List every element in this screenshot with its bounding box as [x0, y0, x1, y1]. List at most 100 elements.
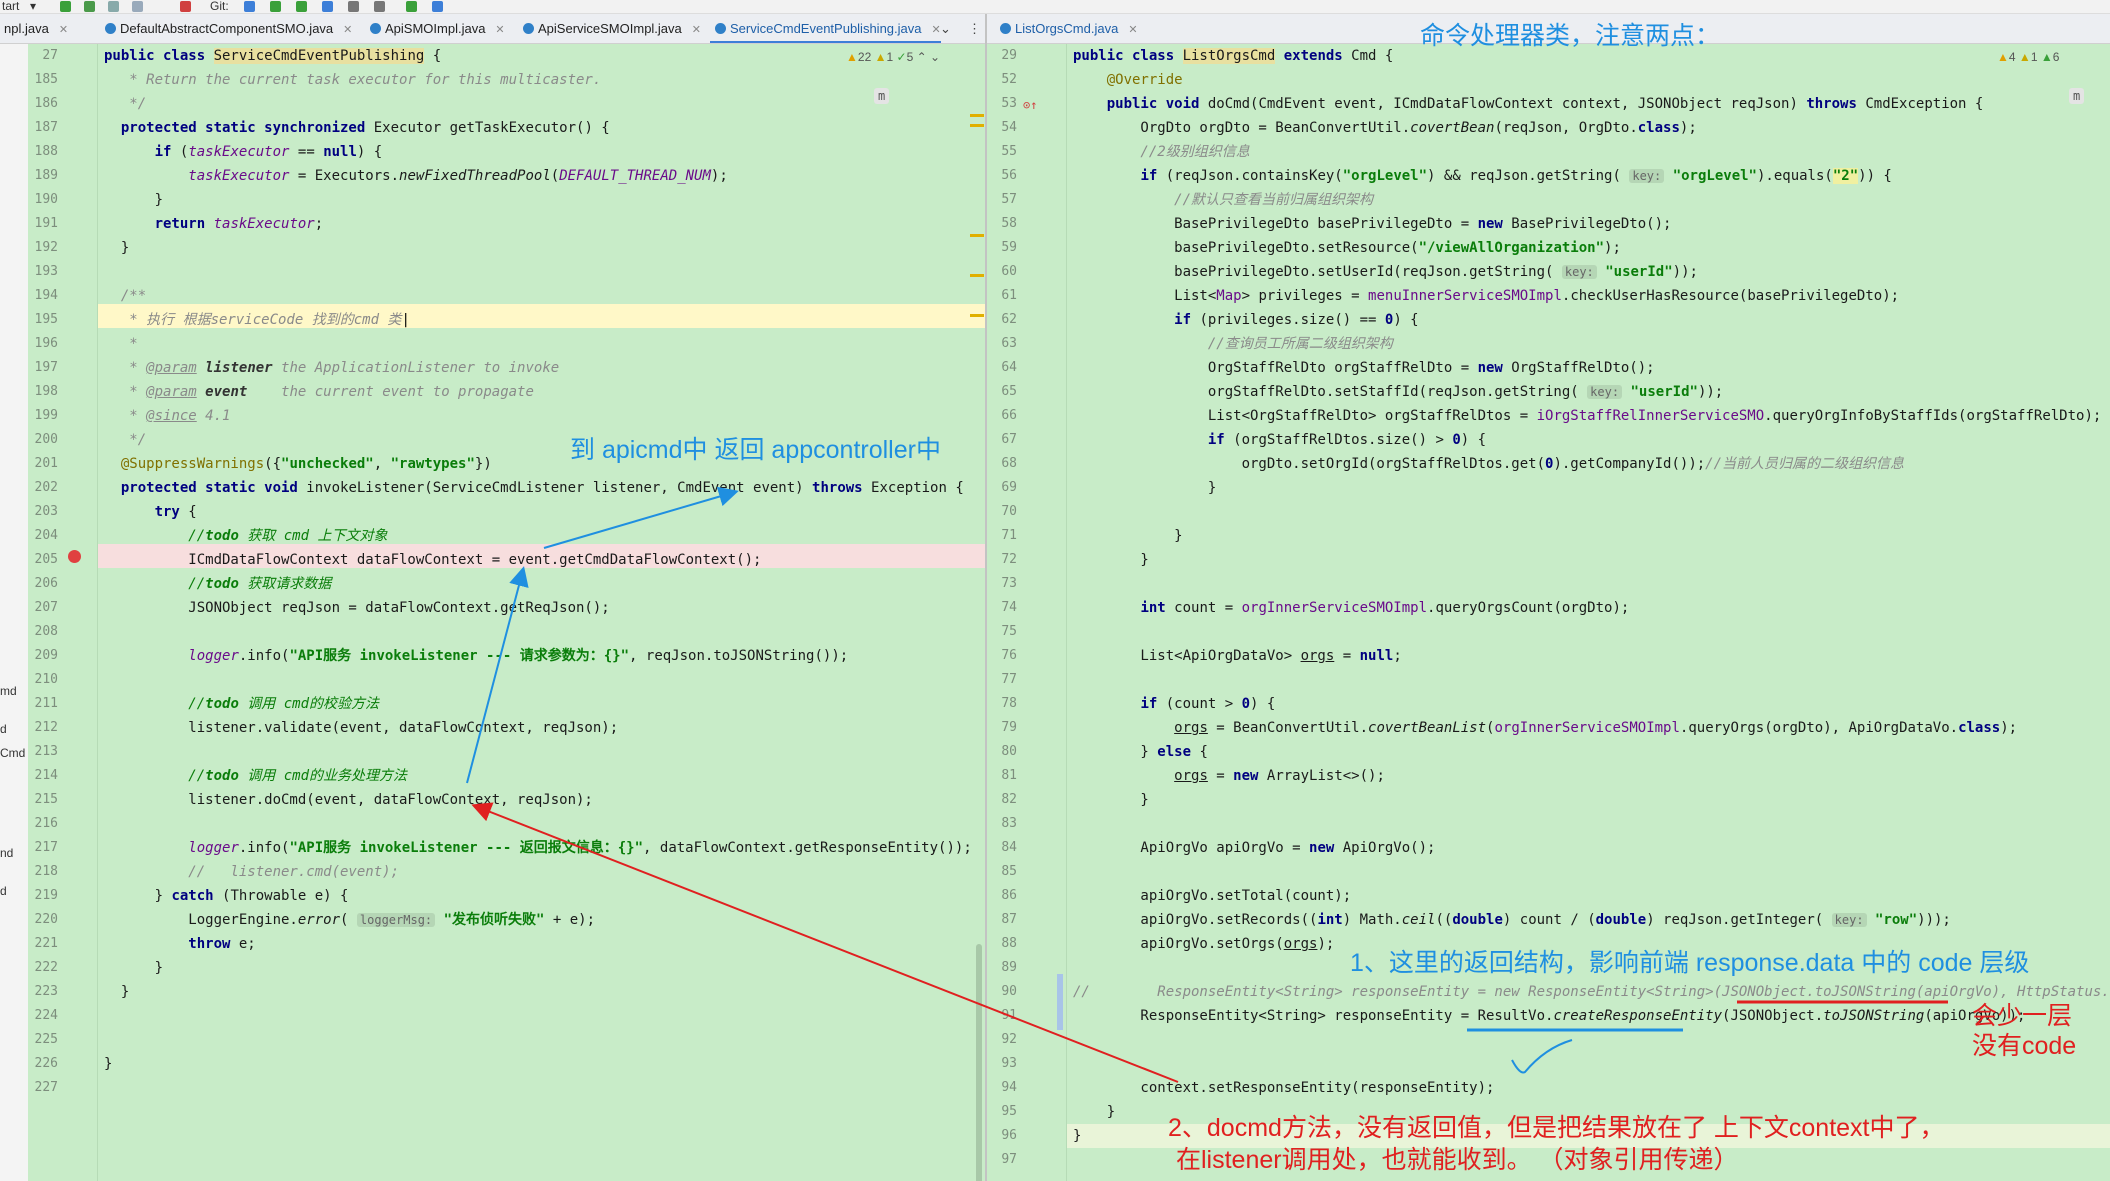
code-line[interactable]: OrgDto orgDto = BeanConvertUtil.covertBe… [1073, 120, 1697, 136]
code-line[interactable]: listener.validate(event, dataFlowContext… [104, 720, 619, 736]
code-line[interactable]: } [104, 240, 130, 256]
code-line[interactable]: } [104, 192, 164, 208]
code-line[interactable]: public void doCmd(CmdEvent event, ICmdDa… [1106, 96, 1984, 112]
code-line[interactable]: //默认只查看当前归属组织架构 [1073, 192, 1374, 208]
line-number[interactable]: 78 [1001, 696, 1017, 711]
line-number[interactable]: 62 [1001, 312, 1017, 327]
code-line[interactable]: orgDto.setOrgId(orgStaffRelDtos.get(0).g… [1073, 456, 1905, 472]
debug-icon[interactable] [84, 0, 95, 13]
line-number[interactable]: 89 [1001, 960, 1017, 975]
code-line[interactable]: basePrivilegeDto.setUserId(reqJson.getSt… [1073, 264, 1698, 280]
line-number[interactable]: 56 [1001, 168, 1017, 183]
line-number[interactable]: 95 [1001, 1104, 1017, 1119]
line-number[interactable]: 81 [1001, 768, 1017, 783]
line-number[interactable]: 75 [1001, 624, 1017, 639]
line-number[interactable]: 198 [34, 384, 58, 399]
code-line[interactable]: } [1073, 552, 1149, 568]
code-line[interactable]: } [1073, 1104, 1116, 1120]
code-line[interactable]: public class ServiceCmdEventPublishing { [104, 48, 442, 64]
line-number[interactable]: 211 [34, 696, 58, 711]
line-number[interactable]: 188 [34, 144, 58, 159]
code-line[interactable]: } [1073, 480, 1217, 496]
code-line[interactable]: } else { [1073, 744, 1208, 760]
git-commit-icon[interactable] [270, 0, 281, 13]
code-line[interactable]: taskExecutor = Executors.newFixedThreadP… [188, 168, 728, 184]
scrollbar-warning-marker[interactable] [970, 124, 984, 127]
line-number[interactable]: 212 [34, 720, 58, 735]
line-number[interactable]: 68 [1001, 456, 1017, 471]
line-number[interactable]: 67 [1001, 432, 1017, 447]
code-line[interactable]: ICmdDataFlowContext dataFlowContext = ev… [104, 552, 762, 568]
line-number[interactable]: 96 [1001, 1128, 1017, 1143]
line-number[interactable]: 227 [34, 1080, 58, 1095]
right-gutter[interactable] [987, 44, 1067, 1181]
line-number[interactable]: 61 [1001, 288, 1017, 303]
line-number[interactable]: 84 [1001, 840, 1017, 855]
code-line[interactable]: logger.info("API服务 invokeListener --- 请求… [188, 648, 849, 664]
profile-icon[interactable] [132, 0, 143, 13]
line-number[interactable]: 223 [34, 984, 58, 999]
line-number[interactable]: 226 [34, 1056, 58, 1071]
run-config-select[interactable]: tart [2, 0, 20, 13]
code-line[interactable]: ApiOrgVo apiOrgVo = new ApiOrgVo(); [1073, 840, 1436, 856]
close-icon[interactable]: ✕ [58, 24, 69, 36]
inspection-widget[interactable]: ▲4 ▲1 ▲6 [1997, 50, 2060, 64]
code-line[interactable]: } [104, 984, 130, 1000]
split-divider[interactable] [985, 14, 987, 1181]
code-line[interactable]: if (count > 0) { [1140, 696, 1276, 712]
line-number[interactable]: 54 [1001, 120, 1017, 135]
line-number[interactable]: 87 [1001, 912, 1017, 927]
code-line[interactable]: apiOrgVo.setRecords((int) Math.ceil((dou… [1073, 912, 1951, 928]
line-number[interactable]: 196 [34, 336, 58, 351]
dropdown-icon[interactable]: ▾ [30, 0, 37, 13]
line-number[interactable]: 85 [1001, 864, 1017, 879]
line-number[interactable]: 64 [1001, 360, 1017, 375]
line-number[interactable]: 214 [34, 768, 58, 783]
code-line[interactable]: apiOrgVo.setOrgs(orgs); [1073, 936, 1335, 952]
line-number[interactable]: 92 [1001, 1032, 1017, 1047]
git-push-icon[interactable] [296, 0, 307, 13]
line-number[interactable]: 222 [34, 960, 58, 975]
code-line[interactable]: if (privileges.size() == 0) { [1174, 312, 1419, 328]
line-number[interactable]: 218 [34, 864, 58, 879]
code-line[interactable]: // listener.cmd(event); [104, 864, 400, 880]
code-line[interactable]: List<ApiOrgDataVo> orgs = null; [1073, 648, 1402, 664]
code-line[interactable]: // ResponseEntity<String> responseEntity… [1073, 984, 2110, 1000]
line-number[interactable]: 55 [1001, 144, 1017, 159]
code-line[interactable]: } [104, 960, 164, 976]
line-number[interactable]: 200 [34, 432, 58, 447]
tab-default-abstract-component-smo[interactable]: DefaultAbstractComponentSMO.java✕ [100, 14, 353, 43]
line-number[interactable]: 57 [1001, 192, 1017, 207]
line-number[interactable]: 215 [34, 792, 58, 807]
line-number[interactable]: 69 [1001, 480, 1017, 495]
line-number[interactable]: 220 [34, 912, 58, 927]
line-number[interactable]: 186 [34, 96, 58, 111]
code-line[interactable]: try { [154, 504, 197, 520]
line-number[interactable]: 201 [34, 456, 58, 471]
line-number[interactable]: 194 [34, 288, 58, 303]
line-number[interactable]: 224 [34, 1008, 58, 1023]
line-number[interactable]: 193 [34, 264, 58, 279]
line-number[interactable]: 209 [34, 648, 58, 663]
code-line[interactable]: if (orgStaffRelDtos.size() > 0) { [1207, 432, 1487, 448]
code-line[interactable]: * 执行 根据serviceCode 找到的cmd 类| [104, 312, 410, 328]
code-line[interactable]: orgStaffRelDto.setStaffId(reqJson.getStr… [1073, 384, 1724, 400]
line-number[interactable]: 189 [34, 168, 58, 183]
line-number[interactable]: 65 [1001, 384, 1017, 399]
line-number[interactable]: 73 [1001, 576, 1017, 591]
scrollbar-warning-marker[interactable] [970, 314, 984, 317]
line-number[interactable]: 66 [1001, 408, 1017, 423]
line-number[interactable]: 213 [34, 744, 58, 759]
git-update-icon[interactable] [244, 0, 255, 13]
code-line[interactable]: } [1073, 1128, 1082, 1144]
line-number[interactable]: 199 [34, 408, 58, 423]
line-number[interactable]: 86 [1001, 888, 1017, 903]
run-icon[interactable] [60, 0, 71, 13]
line-number[interactable]: 71 [1001, 528, 1017, 543]
code-line[interactable]: * @param listener the ApplicationListene… [104, 360, 560, 376]
code-line[interactable]: /** [104, 288, 147, 304]
line-number[interactable]: 203 [34, 504, 58, 519]
line-number[interactable]: 88 [1001, 936, 1017, 951]
close-icon[interactable]: ✕ [343, 24, 353, 36]
